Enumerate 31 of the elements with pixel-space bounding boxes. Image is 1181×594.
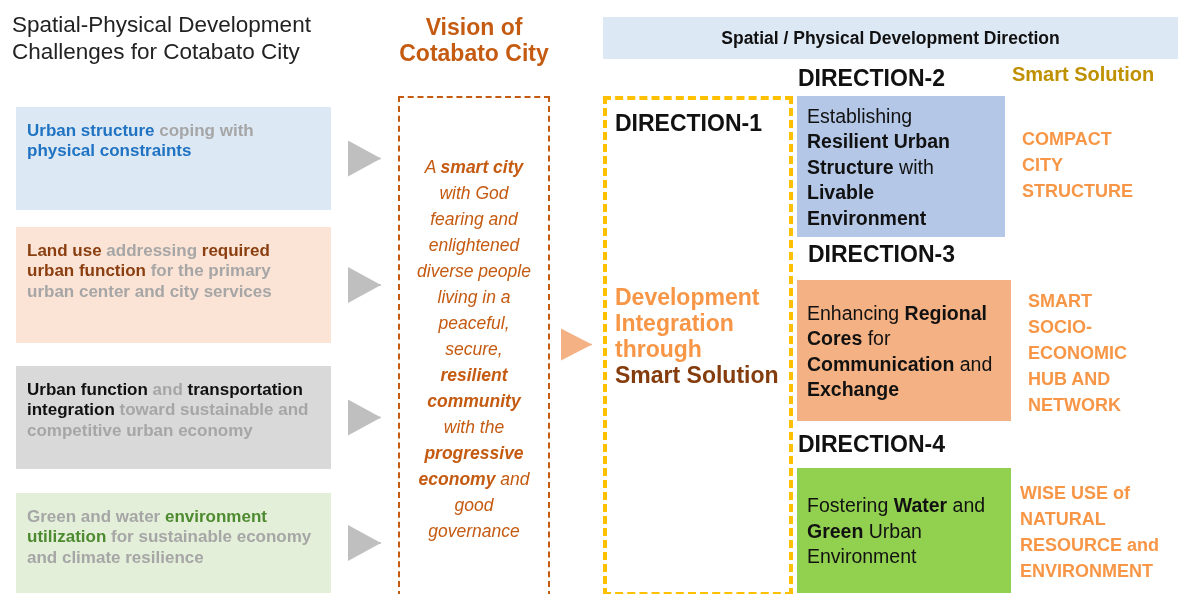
arrow — [348, 267, 382, 303]
band-heading: Spatial / Physical Development Direction — [721, 27, 1060, 49]
arrow — [348, 140, 382, 177]
direction-heading: DIRECTION-1 — [615, 110, 763, 136]
challenge-box — [16, 366, 331, 469]
smart-solution-text: SMART SOCIO-ECONOMIC HUB AND NETWORK — [1028, 290, 1128, 417]
vision-heading: Vision of Cotabato City — [398, 14, 550, 67]
header-band — [603, 17, 1178, 59]
challenge-text: Land use addressing required urban function for the primary urban center and city services — [27, 241, 273, 303]
arrow — [348, 525, 382, 561]
vision-statement: A smart city with God fearing and enlightened diverse people living in a peaceful, secure, resilient community with the progressive economy and good governance — [416, 156, 532, 543]
challenge-text: Urban structure coping with physical constraints — [27, 121, 255, 162]
challenge-box — [16, 227, 331, 343]
smart-solution-text: COMPACT CITY STRUCTURE — [1022, 128, 1134, 203]
challenge-box — [16, 107, 331, 210]
smart-solution-text: WISE USE of NATURAL RESOURCE and ENVIRONMENT — [1020, 482, 1161, 583]
title: Spatial-Physical Development Challenges for Cotabato City — [12, 11, 312, 65]
challenge-box — [16, 493, 331, 593]
direction-title: Development Integration through — [615, 284, 761, 362]
direction-text: Fostering Water and Green Urban Environment — [807, 493, 987, 570]
column-heading: Smart Solution — [1012, 63, 1156, 86]
direction-text: Establishing Resilient Urban Structure with Livable Environment — [807, 103, 952, 231]
direction-heading: DIRECTION-2 — [798, 66, 945, 92]
arrow — [561, 328, 593, 361]
challenge-text: Green and water environment utilization for sustainable economy and climate resilience — [27, 507, 313, 569]
arrow — [348, 399, 382, 436]
direction-title: Smart Solution — [615, 362, 780, 388]
direction-heading: DIRECTION-3 — [808, 242, 955, 268]
direction-dashed-box — [603, 96, 793, 594]
direction-text: Enhancing Regional Cores for Communication and Exchange — [807, 300, 994, 402]
direction-heading: DIRECTION-4 — [798, 432, 945, 458]
